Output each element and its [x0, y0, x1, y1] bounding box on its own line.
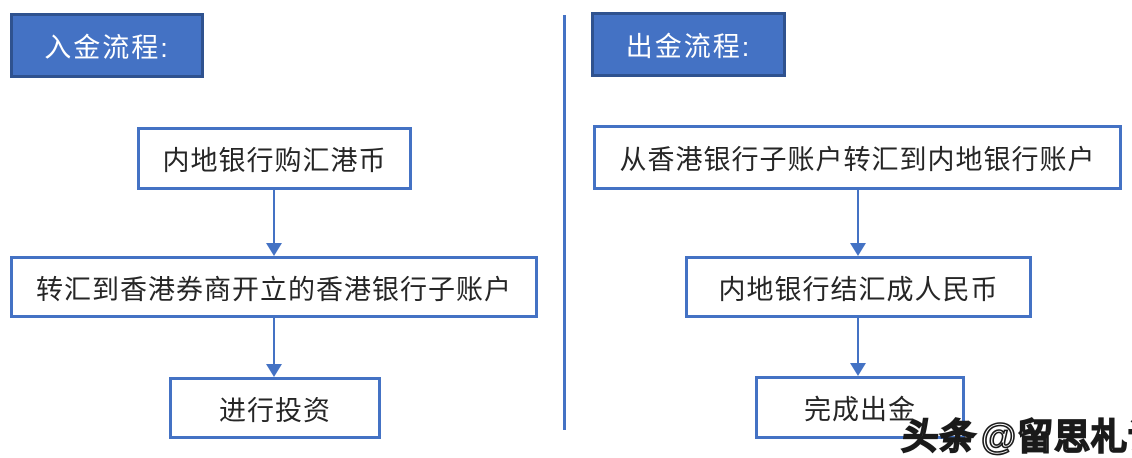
withdrawal-arrow-1-line	[857, 190, 859, 243]
column-divider-line	[563, 15, 566, 430]
deposit-arrow-2-down-arrow-icon	[266, 364, 282, 377]
deposit-step-3-box: 进行投资	[169, 377, 381, 439]
watermark-platform-logo: 头条	[899, 415, 980, 458]
deposit-arrow-1-line	[273, 190, 275, 243]
deposit-arrow-1-down-arrow-icon	[266, 243, 282, 256]
withdrawal-arrow-2-down-arrow-icon	[850, 363, 866, 376]
withdrawal-step-2-box: 内地银行结汇成人民币	[685, 256, 1032, 318]
withdrawal-step-3-box: 完成出金	[755, 376, 965, 439]
withdrawal-flow-title: 出金流程:	[591, 12, 786, 77]
withdrawal-arrow-1-down-arrow-icon	[850, 243, 866, 256]
watermark: 头条@留思札记	[899, 408, 1132, 458]
watermark-handle: @留思札记	[980, 415, 1132, 458]
deposit-step-2-box: 转汇到香港券商开立的香港银行子账户	[10, 256, 538, 318]
deposit-arrow-2-line	[273, 318, 275, 364]
deposit-flow-title: 入金流程:	[10, 13, 204, 78]
withdrawal-arrow-2-line	[857, 318, 859, 363]
deposit-step-1-box: 内地银行购汇港币	[137, 127, 412, 190]
withdrawal-step-1-box: 从香港银行子账户转汇到内地银行账户	[593, 125, 1122, 190]
